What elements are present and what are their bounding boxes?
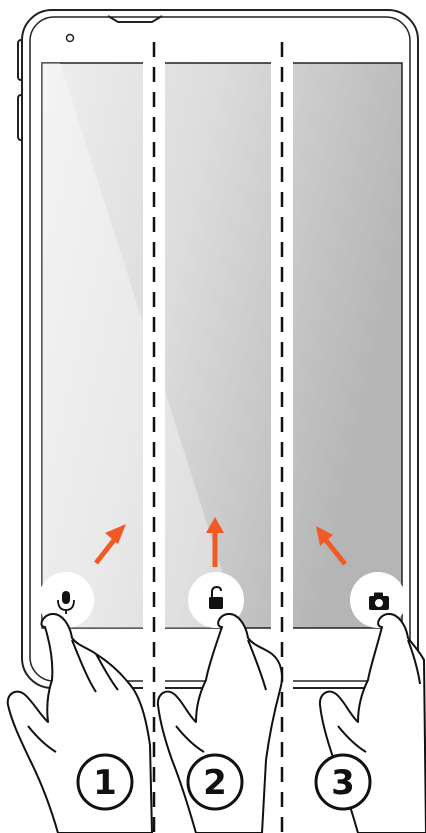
microphone-icon (57, 591, 75, 614)
column-gap-1 (143, 40, 165, 833)
earpiece-notch (107, 15, 163, 23)
front-camera (65, 33, 75, 43)
step-number-2: 2 (203, 763, 227, 803)
step-badge-2: 2 (186, 753, 244, 811)
column-gap-2 (271, 40, 293, 833)
step-number-1: 1 (93, 763, 117, 803)
step-badge-3: 3 (314, 753, 372, 811)
swipe-arrow-up-right (94, 524, 126, 565)
lock-screen (41, 62, 403, 629)
step-number-3: 3 (331, 763, 355, 803)
step-badge-1: 1 (76, 753, 134, 811)
camera-icon (369, 592, 389, 610)
unlock-icon (209, 585, 223, 609)
swipe-arrow-up-left (316, 526, 347, 566)
swipe-arrow-up (206, 517, 224, 567)
screen-reflection (42, 63, 240, 628)
